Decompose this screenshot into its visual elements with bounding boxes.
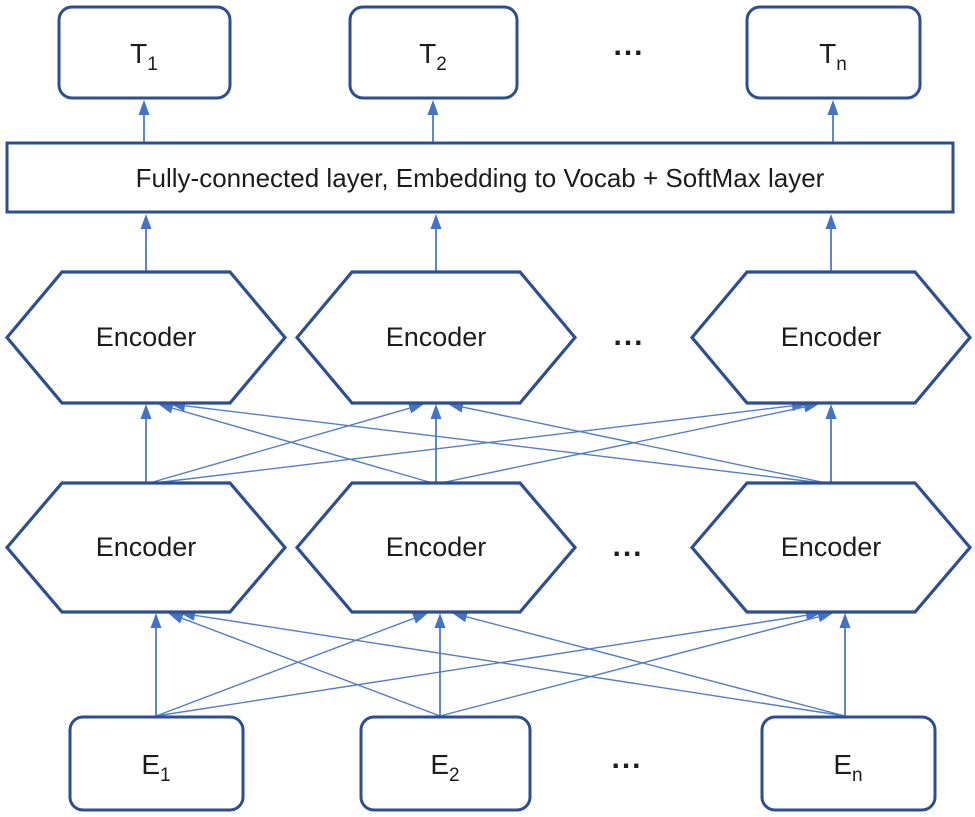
arrow-e1-to-encoder-l2-head: [412, 613, 428, 624]
arrow-encoder-l1-to-encoder-u2-line: [145, 407, 410, 485]
encoder-lower-3: Encoder: [689, 481, 973, 614]
arrow-e3-to-encoder-l2-head: [452, 611, 468, 623]
fc-softmax-bar-label: Fully-connected layer, Embedding to Voca…: [136, 163, 825, 193]
input-embedding-e2-box: [359, 715, 532, 812]
arrow-e2-to-encoder-l2-head: [434, 613, 446, 628]
encoder-upper-1-label: Encoder: [96, 322, 197, 352]
arrow-e2-to-encoder-l3-line: [439, 616, 819, 717]
encoder-lower-2-hexagon: [294, 481, 578, 614]
arrow-e1-to-encoder-l1-head: [150, 613, 162, 628]
encoder-lower-1-label: Encoder: [96, 532, 197, 562]
output-token-t2-label: T2: [419, 38, 447, 75]
encoder-upper-3-hexagon: [689, 270, 973, 405]
encoder-upper-3-label: Encoder: [781, 322, 882, 352]
arrow-e3-to-encoder-l2-line: [466, 616, 846, 717]
input-embedding-e2: E2: [359, 715, 532, 812]
input-embedding-en-box: [760, 715, 937, 812]
input-embedding-en-label: En: [833, 749, 862, 786]
encoder-lower-3-label: Encoder: [781, 532, 882, 562]
encoder-lower-2: Encoder: [294, 481, 578, 614]
arrow-layer: [138, 100, 851, 717]
arrow-e2-to-encoder-l1-head: [168, 613, 184, 624]
output-token-t1-box: [57, 5, 232, 100]
output-token-t2: T2: [348, 5, 519, 100]
output-token-tn-label: Tn: [819, 38, 847, 75]
encoder-upper-3: Encoder: [689, 270, 973, 405]
encoder-upper-2-hexagon: [294, 270, 578, 405]
arrow-encoder-l3-to-encoder-u3-head: [825, 404, 837, 419]
arrow-encoder-l2-to-encoder-u1-head: [158, 402, 174, 414]
output-token-tn: Tn: [745, 5, 922, 100]
arrow-encoder-u1-to-bar-head: [140, 214, 152, 229]
output-token-t1-label: T1: [130, 38, 158, 75]
bottom-row-ellipsis: ...: [611, 742, 642, 775]
arrow-encoder-l3-to-encoder-u1-line: [184, 405, 832, 485]
encoder-lower-2-label: Encoder: [386, 532, 487, 562]
input-embedding-en: En: [760, 715, 937, 812]
encoder-upper-2-label: Encoder: [386, 322, 487, 352]
arrow-encoder-l1-to-encoder-u2-head: [408, 402, 424, 414]
output-token-tn-box: [745, 5, 922, 100]
input-embedding-e1-box: [68, 715, 245, 812]
arrow-e1-to-encoder-l2-line: [155, 617, 415, 717]
encoder-upper-row-ellipsis: ...: [613, 319, 644, 352]
encoder-upper-1-hexagon: [4, 270, 288, 405]
arrow-encoder-u2-to-bar-head: [430, 214, 442, 229]
fc-softmax-bar-box: [5, 141, 955, 214]
arrow-encoder-u3-to-bar-head: [825, 214, 837, 229]
input-embedding-e2-label: E2: [430, 749, 459, 786]
arrow-encoder-l2-to-encoder-u2-head: [430, 404, 442, 419]
encoder-upper-2: Encoder: [294, 270, 578, 405]
arrow-encoder-l1-to-encoder-u3-line: [145, 405, 793, 485]
arrow-encoder-l2-to-encoder-u1-line: [172, 407, 437, 485]
output-token-t2-box: [348, 5, 519, 100]
arrow-bar-to-t3-head: [827, 100, 839, 115]
encoder-lower-3-hexagon: [689, 481, 973, 614]
arrow-encoder-l2-to-encoder-u3-line: [435, 406, 805, 485]
output-token-t1: T1: [57, 5, 232, 100]
arrow-e3-to-encoder-l1-line: [194, 614, 846, 717]
arrow-e2-to-encoder-l1-line: [181, 617, 441, 717]
fc-softmax-bar: Fully-connected layer, Embedding to Voca…: [5, 141, 955, 214]
arrow-encoder-l1-to-encoder-u1-head: [140, 404, 152, 419]
input-embedding-e1: E1: [68, 715, 245, 812]
encoder-lower-1: Encoder: [4, 481, 288, 614]
arrow-bar-to-t1-head: [138, 100, 150, 115]
input-embedding-e1-label: E1: [141, 749, 170, 786]
encoder-lower-row-ellipsis: ...: [612, 530, 643, 563]
arrow-e3-to-encoder-l3-head: [839, 613, 851, 628]
arrow-encoder-l3-to-encoder-u2-line: [462, 406, 832, 485]
top-row-ellipsis: ...: [613, 29, 644, 62]
arrow-bar-to-t2-head: [427, 100, 439, 115]
encoder-upper-1: Encoder: [4, 270, 288, 405]
encoder-lower-1-hexagon: [4, 481, 288, 614]
arrow-e1-to-encoder-l3-line: [155, 614, 807, 717]
arrow-e2-to-encoder-l3-head: [817, 611, 833, 623]
